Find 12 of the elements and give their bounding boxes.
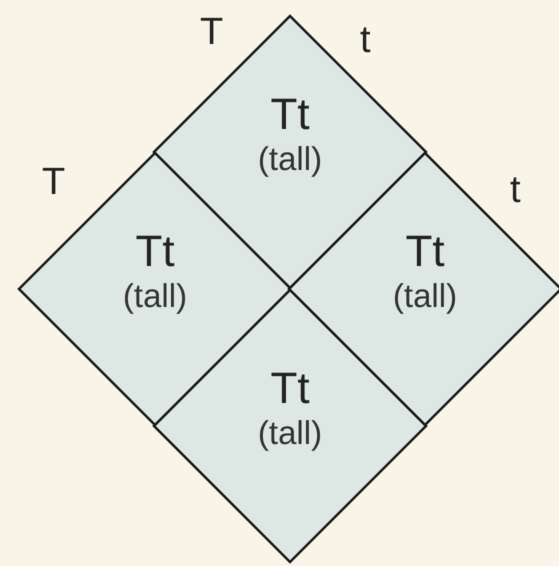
phenotype-text: (tall) — [258, 139, 322, 179]
allele-label: t — [510, 170, 521, 210]
phenotype-text: (tall) — [258, 413, 322, 453]
phenotype-text: (tall) — [392, 276, 458, 316]
allele-label: T — [200, 12, 224, 52]
genotype-text: Tt — [135, 228, 175, 276]
genotype-text: Tt — [270, 365, 310, 413]
allele-label: t — [360, 20, 371, 60]
phenotype-text: (tall) — [122, 276, 188, 316]
genotype-text: Tt — [405, 228, 445, 276]
allele-label: T — [42, 162, 66, 202]
genotype-text: Tt — [270, 91, 310, 139]
